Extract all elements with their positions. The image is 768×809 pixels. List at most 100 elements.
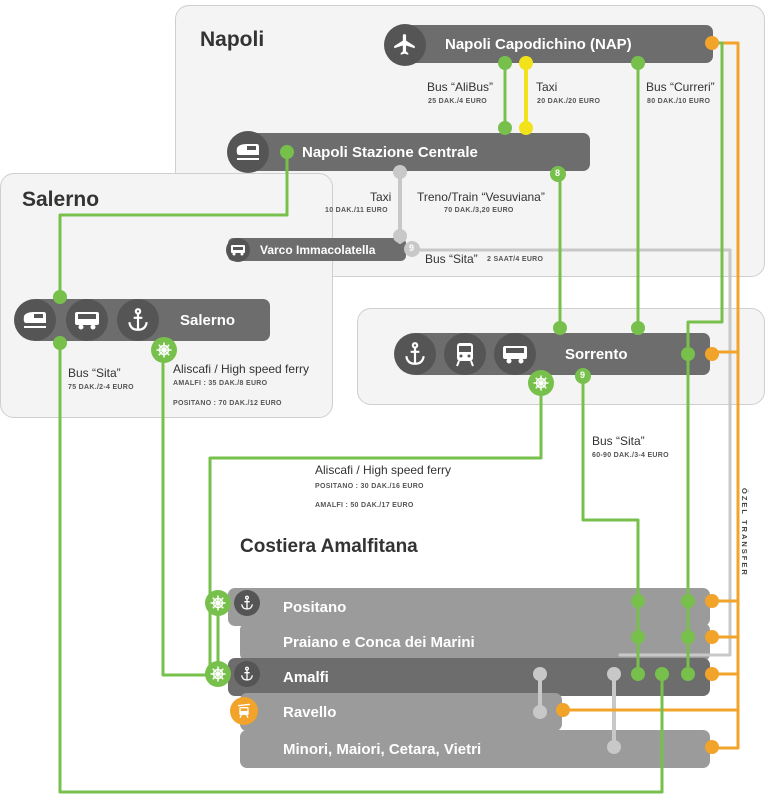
dot: [393, 229, 407, 243]
alibus-label: Bus “AliBus”: [427, 80, 494, 94]
central-station-label: Napoli Stazione Centrale: [302, 143, 478, 161]
sita-varco-gray-line: [413, 248, 732, 657]
badge-8: [550, 166, 566, 182]
amalfi-label: Amalfi: [283, 668, 329, 686]
varco-label: Varco Immacolatella: [260, 242, 376, 257]
dot: [705, 667, 719, 681]
dot: [705, 347, 719, 361]
badge-9-varco-text: 9: [409, 243, 415, 253]
train-front-icon: [444, 333, 486, 375]
ferry-sorrento-positano: POSITANO : 30 DAK./16 EURO: [315, 483, 424, 490]
taxi1-label: Taxi: [536, 80, 558, 94]
ferry-wheel-icon[interactable]: [205, 590, 231, 616]
dot: [681, 667, 695, 681]
dot: [519, 56, 533, 70]
ravello-bar[interactable]: Ravello: [240, 693, 562, 731]
anchor-icon: [117, 299, 159, 341]
dot: [498, 56, 512, 70]
dot: [280, 145, 294, 159]
sita-sorrento-info: 60-90 DAK./3-4 EURO: [592, 452, 669, 459]
napoli-title: Napoli: [200, 28, 265, 51]
dot: [556, 703, 570, 717]
dot: [519, 121, 533, 135]
dot: [631, 630, 645, 644]
sita-varco-label: Bus “Sita”: [425, 252, 478, 266]
anchor-icon: [234, 661, 260, 687]
taxi1-info: 20 DAK./20 EURO: [537, 98, 601, 105]
minori-label: Minori, Maiori, Cetara, Vietri: [283, 740, 482, 758]
airplane-icon: [384, 24, 426, 66]
dot: [681, 347, 695, 361]
amalfi-bar[interactable]: Amalfi: [228, 658, 710, 696]
dot: [533, 667, 547, 681]
ferry-wheel-icon[interactable]: [151, 337, 177, 363]
ferry-wheel-icon[interactable]: [205, 661, 231, 687]
airport-bar[interactable]: Napoli Capodichino (NAP): [405, 25, 713, 63]
dot: [393, 165, 407, 179]
funicular-icon: [230, 697, 258, 725]
ferry-sorrento-line: [208, 380, 543, 677]
badge-9-varco: [404, 241, 420, 257]
varco-bar[interactable]: Varco Immacolatella: [228, 238, 406, 261]
dot: [631, 667, 645, 681]
train-icon: [14, 299, 56, 341]
dot: [607, 740, 621, 754]
ferry-wheel-icon[interactable]: [528, 370, 554, 396]
dot: [498, 121, 512, 135]
sita-sorrento-line: [581, 373, 640, 677]
ravello-label: Ravello: [283, 703, 337, 721]
badge-8-text: 8: [555, 168, 561, 178]
anchor-icon: [234, 590, 260, 616]
alibus-info: 25 DAK./4 EURO: [428, 98, 488, 105]
vesuviana-label: Treno/Train “Vesuviana”: [417, 190, 545, 204]
costiera-title: Costiera Amalfitana: [240, 536, 418, 557]
airport-transfer-green-line: [686, 41, 724, 677]
sita-sorrento-label: Bus “Sita”: [592, 434, 645, 448]
central-salerno-line: [58, 153, 289, 299]
bus-icon: [494, 333, 536, 375]
sita-varco-info: 2 SAAT/4 EURO: [487, 256, 544, 263]
ozel-transfer-label: ÖZEL TRANSFER: [740, 488, 749, 577]
ferry-salerno-amalfi: AMALFI : 35 DAK./8 EURO: [173, 380, 268, 387]
transfer-orange-line: [711, 41, 740, 750]
sorrento-label: Sorrento: [565, 345, 628, 363]
dot: [631, 594, 645, 608]
ferry-salerno-label: Aliscafi / High speed ferry: [173, 362, 310, 376]
dot: [681, 630, 695, 644]
taxi2-label: Taxi: [370, 190, 392, 204]
ferry-sorrento-label: Aliscafi / High speed ferry: [315, 463, 452, 477]
ferry-sorrento-amalfi: AMALFI : 50 DAK./17 EURO: [315, 502, 414, 509]
ferry-salerno-line: [161, 348, 220, 677]
airport-label: Napoli Capodichino (NAP): [445, 35, 632, 53]
praiano-label: Praiano e Conca dei Marini: [283, 633, 475, 651]
dot: [705, 740, 719, 754]
dot: [53, 336, 67, 350]
dot: [705, 594, 719, 608]
dot: [607, 667, 621, 681]
taxi2-info: 10 DAK./11 EURO: [325, 207, 388, 214]
dot: [705, 36, 719, 50]
minori-bar[interactable]: Minori, Maiori, Cetara, Vietri: [240, 730, 710, 768]
vesuviana-info: 70 DAK./3,20 EURO: [444, 207, 514, 214]
sita-salerno-label: Bus “Sita”: [68, 366, 121, 380]
badge-9-sorrento-text: 9: [580, 370, 586, 380]
dot: [655, 667, 669, 681]
dot: [705, 630, 719, 644]
dot: [631, 56, 645, 70]
dot: [553, 321, 567, 335]
dot: [53, 290, 67, 304]
dot: [631, 321, 645, 335]
salerno-label: Salerno: [180, 311, 236, 329]
positano-bar[interactable]: Positano: [228, 588, 710, 626]
curreri-label: Bus “Curreri”: [646, 80, 715, 94]
bus-icon: [226, 238, 250, 262]
curreri-info: 80 DAK./10 EURO: [647, 98, 711, 105]
dot: [533, 705, 547, 719]
train-icon: [227, 131, 269, 173]
central-station-bar[interactable]: Napoli Stazione Centrale: [250, 133, 590, 171]
bus-icon: [66, 299, 108, 341]
dot: [681, 594, 695, 608]
ferry-salerno-positano: POSITANO : 70 DAK./12 EURO: [173, 400, 282, 407]
salerno-title: Salerno: [22, 188, 100, 211]
